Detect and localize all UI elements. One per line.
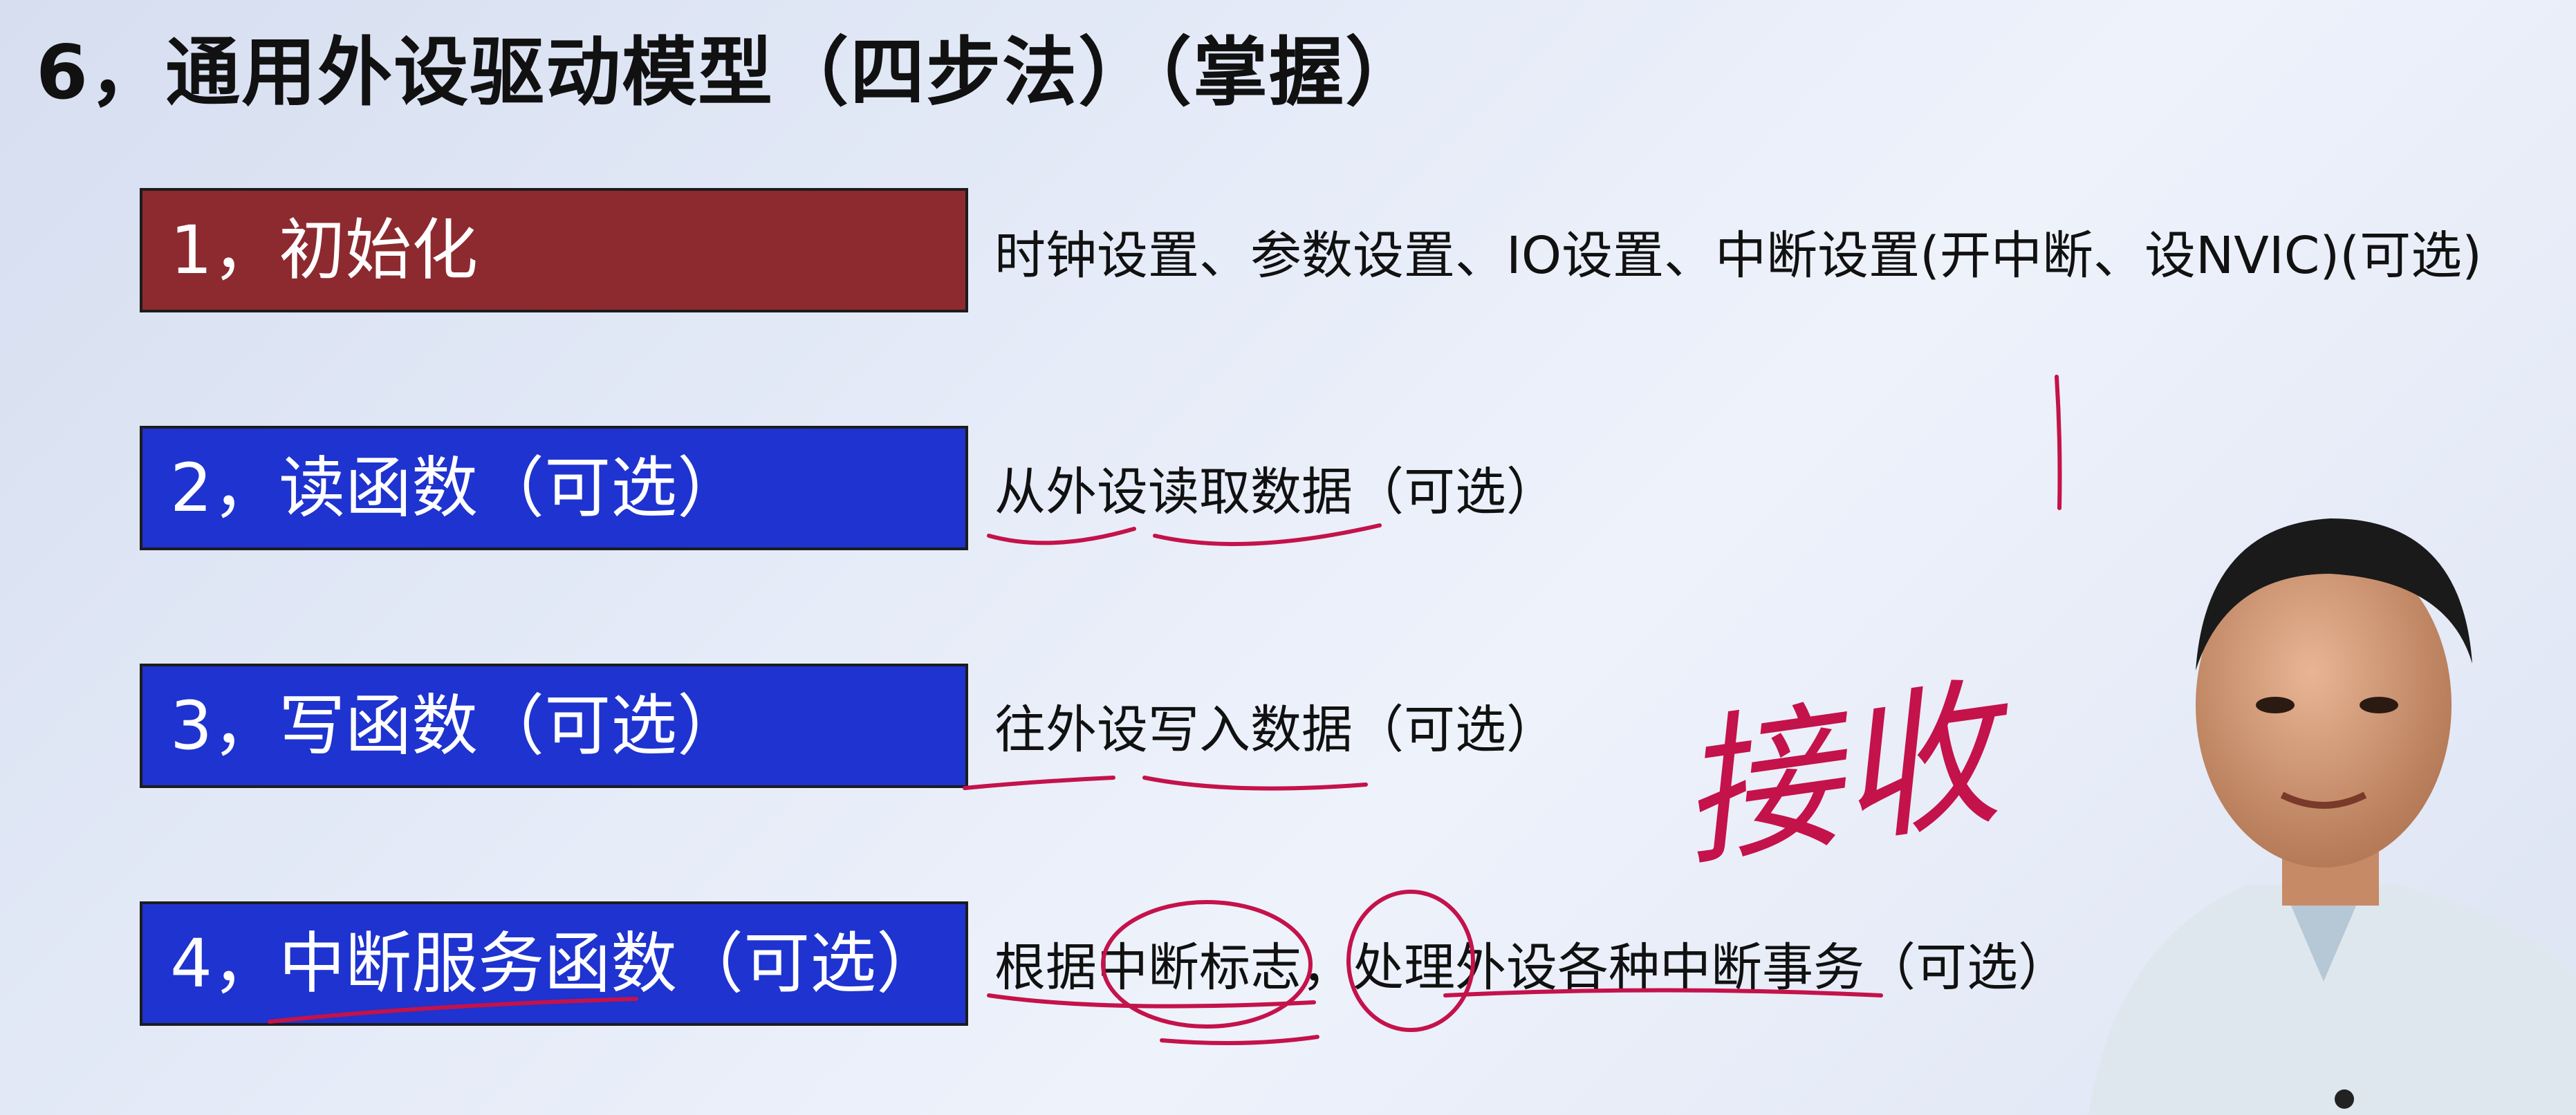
step-1-description: 时钟设置、参数设置、IO设置、中断设置(开中断、设NVIC)(可选) bbox=[994, 226, 2483, 285]
ink-underline-flag-2 bbox=[1160, 1035, 1319, 1045]
step-1-label: 1，初始化 bbox=[170, 212, 479, 289]
ink-underline-write-1 bbox=[963, 776, 1115, 790]
step-4-description: 根据中断标志，处理外设各种中断事务（可选） bbox=[994, 938, 2069, 997]
step-2-label: 2，读函数（可选） bbox=[170, 449, 744, 527]
ink-underline-read-2 bbox=[1153, 523, 1382, 546]
presenter-hair bbox=[2196, 518, 2472, 671]
ink-underline-write-2 bbox=[1142, 776, 1368, 791]
ink-vertical-stroke bbox=[2055, 375, 2062, 510]
presenter-shirt bbox=[2088, 885, 2576, 1115]
step-4-label: 4，中断服务函数（可选） bbox=[170, 925, 943, 1002]
step-2-box: 2，读函数（可选） bbox=[140, 426, 968, 550]
slide-title: 6，通用外设驱动模型（四步法）（掌握） bbox=[36, 30, 1422, 116]
step-2-description: 从外设读取数据（可选） bbox=[994, 462, 1557, 522]
step-1-box: 1，初始化 bbox=[140, 188, 968, 312]
ink-underline-read-1 bbox=[987, 527, 1136, 545]
step-3-box: 3，写函数（可选） bbox=[140, 664, 968, 788]
step-4-box: 4，中断服务函数（可选） bbox=[140, 901, 968, 1026]
handwritten-note-receive: 接收 bbox=[1668, 659, 2027, 889]
step-3-description: 往外设写入数据（可选） bbox=[994, 700, 1557, 760]
step-3-label: 3，写函数（可选） bbox=[170, 687, 744, 765]
presenter-video-overlay bbox=[2088, 518, 2576, 1115]
presenter-head bbox=[2196, 543, 2452, 868]
